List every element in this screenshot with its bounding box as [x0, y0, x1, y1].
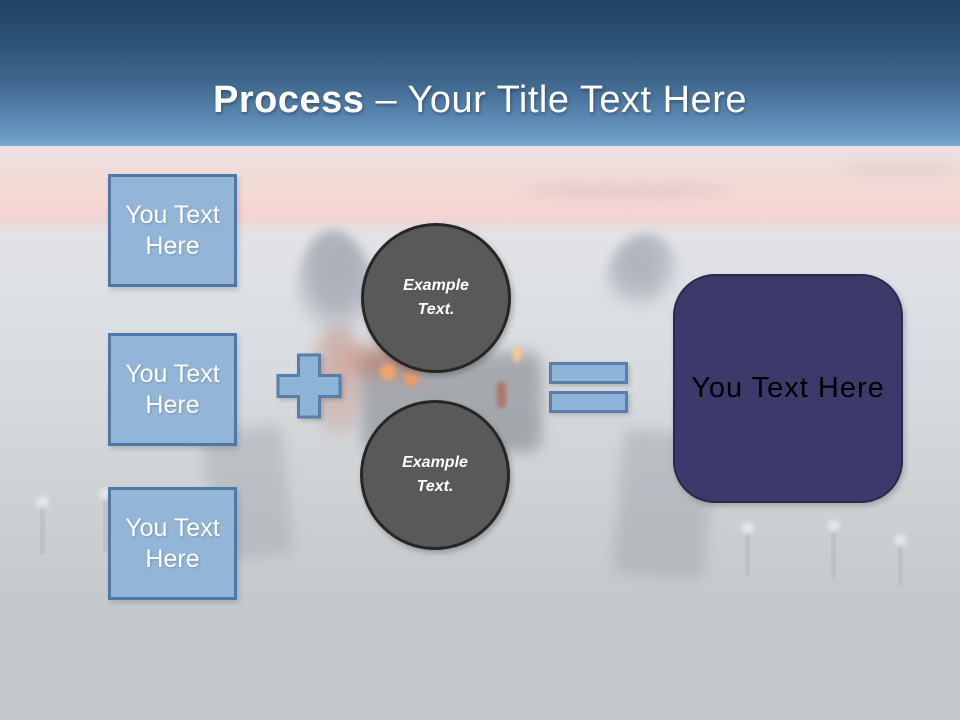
equals-bar-bottom	[549, 391, 628, 413]
slide-header	[0, 0, 960, 146]
photo-candle-glow	[512, 346, 522, 362]
example-circle-2[interactable]: Example Text.	[360, 400, 510, 550]
photo-beach-torch	[745, 530, 750, 576]
plus-icon	[276, 353, 342, 419]
text-box-3[interactable]: You Text Here	[108, 487, 237, 600]
text-box-2[interactable]: You Text Here	[108, 333, 237, 446]
photo-beach-torch	[831, 528, 836, 578]
example-circle-1-label: Example Text.	[403, 277, 469, 318]
text-box-2-label: You Text Here	[125, 359, 220, 419]
equals-bar-top	[549, 362, 628, 384]
title-bold-segment: Process	[213, 79, 365, 122]
photo-cloud	[520, 184, 730, 198]
slide-title[interactable]: Process – Your Title Text Here	[0, 77, 960, 123]
result-box[interactable]: You Text Here	[673, 274, 903, 503]
example-circle-2-label: Example Text.	[402, 454, 468, 495]
plus-shape-icon[interactable]	[276, 353, 342, 424]
photo-candle-glow	[404, 372, 418, 386]
photo-wine-glass	[497, 382, 506, 408]
title-rest-segment: – Your Title Text Here	[364, 79, 747, 122]
photo-beach-torch	[40, 504, 45, 554]
text-box-3-label: You Text Here	[125, 513, 220, 573]
example-circle-1[interactable]: Example Text.	[361, 223, 511, 373]
photo-cloud	[840, 164, 960, 176]
text-box-1-label: You Text Here	[125, 200, 220, 260]
photo-beach-torch	[898, 542, 903, 586]
photo-beach-torch	[103, 496, 108, 552]
result-box-label: You Text Here	[691, 372, 885, 404]
photo-candle-glow	[380, 364, 396, 380]
equals-shape-icon[interactable]	[549, 362, 628, 413]
text-box-1[interactable]: You Text Here	[108, 174, 237, 287]
